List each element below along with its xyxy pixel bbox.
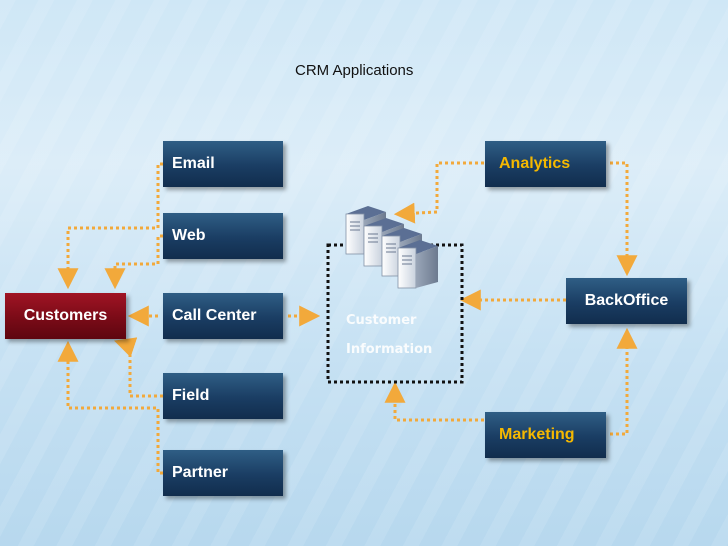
call-center-box: Call Center (163, 293, 283, 339)
connector-field-customers (114, 337, 163, 398)
email-box: Email (163, 141, 283, 187)
server-stack-icon (345, 206, 438, 289)
diagram-title: CRM Applications (295, 62, 414, 79)
connector-analytics-backoffice (610, 161, 638, 277)
connector-marketing-info (384, 381, 484, 422)
marketing-box: Marketing (485, 412, 606, 458)
connector-analytics-info (393, 161, 484, 224)
connector-partner-customers (57, 340, 163, 475)
connector-web-customers (104, 234, 163, 290)
connector-marketing-backoffice (610, 327, 638, 436)
connector-email-customers (57, 162, 163, 290)
customers-box: Customers (5, 293, 126, 339)
web-box: Web (163, 213, 283, 259)
field-box: Field (163, 373, 283, 419)
partner-box: Partner (163, 450, 283, 496)
customer-info-label-line2: Information (346, 342, 433, 357)
customer-info-label-line1: Customer (346, 313, 417, 328)
backoffice-box: BackOffice (566, 278, 687, 324)
analytics-box: Analytics (485, 141, 606, 187)
